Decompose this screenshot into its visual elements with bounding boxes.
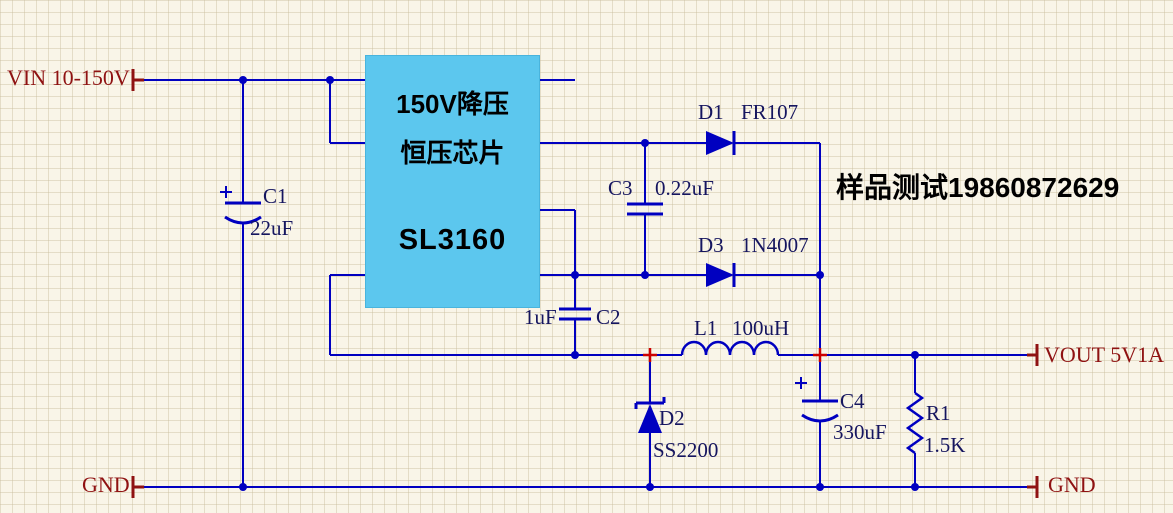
r1-value-label: 1.5K xyxy=(924,433,966,457)
chip-title-line1: 150V降压 xyxy=(396,89,509,119)
c2-value-label: 1uF xyxy=(524,305,557,329)
d1-value-label: FR107 xyxy=(741,100,799,124)
chip-part-number: SL3160 xyxy=(398,224,507,256)
c1-value-label: 22uF xyxy=(250,216,294,240)
polarity-plus-icon xyxy=(220,186,232,198)
c3-value-label: 0.22uF xyxy=(655,176,714,200)
junction-dot xyxy=(816,483,824,491)
junction-dot xyxy=(641,139,649,147)
diode-triangle xyxy=(638,404,662,433)
chip-sl3160: 150V降压 恒压芯片 SL3160 xyxy=(365,55,540,308)
l1-value-label: 100uH xyxy=(732,316,790,340)
gnd-left-port-marker xyxy=(131,476,144,498)
junction-dot xyxy=(646,483,654,491)
diode-triangle xyxy=(706,263,734,287)
c4-ref-label: C4 xyxy=(840,389,865,413)
cap-curved-plate xyxy=(224,215,262,225)
vin-port-marker xyxy=(131,69,144,91)
diode-d2-symbol xyxy=(634,397,666,433)
c3-ref-label: C3 xyxy=(608,176,633,200)
d1-ref-label: D1 xyxy=(698,100,724,124)
vout-port-marker xyxy=(1027,344,1039,366)
d3-ref-label: D3 xyxy=(698,233,724,257)
vin-port-label: VIN 10-150V xyxy=(7,65,130,90)
diode-triangle xyxy=(706,131,734,155)
junction-dots xyxy=(239,76,919,491)
junction-dot xyxy=(641,271,649,279)
junction-dot xyxy=(571,351,579,359)
d2-value-label: SS2200 xyxy=(653,438,719,462)
pin-connect-cross xyxy=(813,348,827,362)
d2-ref-label: D2 xyxy=(659,406,685,430)
pin-connect-crosses xyxy=(643,348,827,362)
wires xyxy=(143,79,1037,488)
diode-d1-symbol xyxy=(706,131,736,155)
inductor-l1-symbol xyxy=(680,340,780,356)
gnd-right-port-marker xyxy=(1027,476,1039,498)
capacitor-c1-symbol xyxy=(220,186,262,225)
junction-dot xyxy=(816,271,824,279)
diode-d3-symbol xyxy=(706,263,736,287)
junction-dot xyxy=(239,76,247,84)
c2-ref-label: C2 xyxy=(596,305,621,329)
resistor-r1-symbol xyxy=(905,391,925,455)
sample-contact-text: 样品测试19860872629 xyxy=(836,172,1120,203)
pin-connect-cross xyxy=(643,348,657,362)
chip-title-line2: 恒压芯片 xyxy=(400,138,505,168)
capacitor-c3-symbol xyxy=(627,202,663,216)
resistor-zigzag xyxy=(905,391,925,455)
c1-ref-label: C1 xyxy=(263,184,288,208)
cap-curved-plate xyxy=(801,413,839,423)
gnd-right-label: GND xyxy=(1048,472,1096,497)
port-markers xyxy=(131,69,1039,498)
diode-cathode-bar xyxy=(634,397,666,409)
junction-dot xyxy=(239,483,247,491)
junction-dot xyxy=(326,76,334,84)
junction-dot xyxy=(911,351,919,359)
l1-ref-label: L1 xyxy=(694,316,718,340)
capacitor-c4-symbol xyxy=(795,377,839,423)
capacitor-c2-symbol xyxy=(559,307,591,321)
polarity-plus-icon xyxy=(795,377,807,389)
junction-dot xyxy=(911,483,919,491)
c4-value-label: 330uF xyxy=(833,420,887,444)
r1-ref-label: R1 xyxy=(926,401,951,425)
inductor-coils xyxy=(680,340,780,356)
d3-value-label: 1N4007 xyxy=(741,233,809,257)
gnd-left-label: GND xyxy=(82,472,130,497)
vout-port-label: VOUT 5V1A xyxy=(1044,342,1164,367)
junction-dot xyxy=(571,271,579,279)
